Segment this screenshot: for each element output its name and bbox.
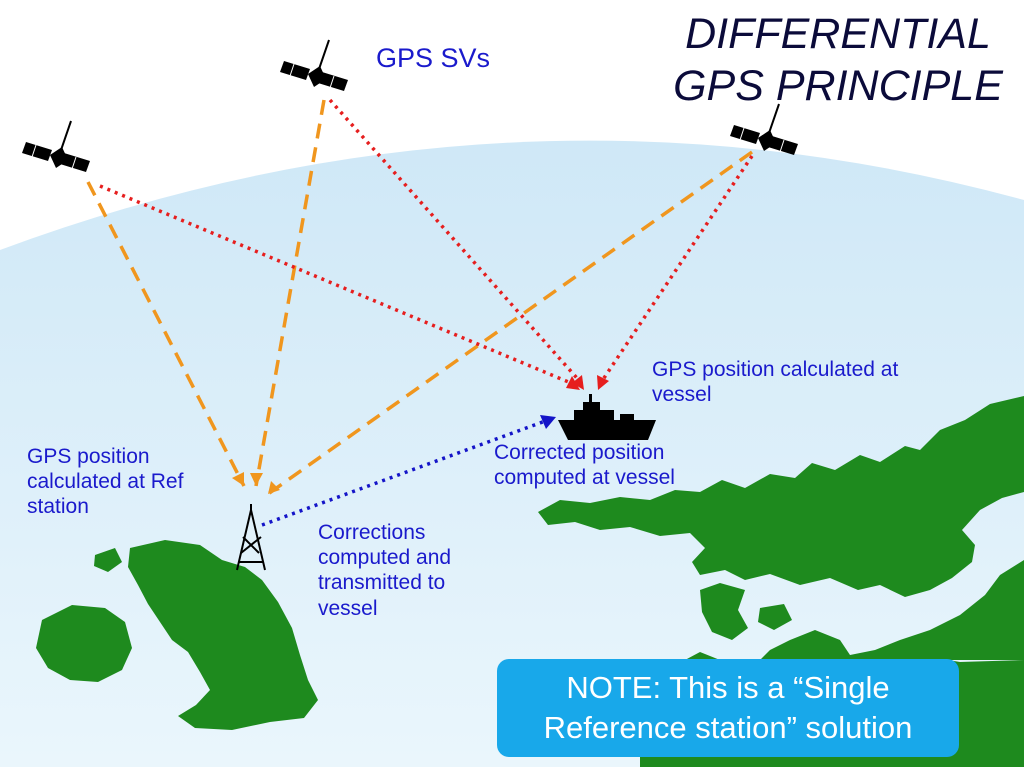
- label-line: computed at vessel: [494, 466, 675, 490]
- reference-tower-icon: [236, 504, 266, 571]
- great-britain: [128, 540, 318, 730]
- arrowheads-to-reference: [232, 472, 280, 494]
- vessel-position-label: GPS position calculated at vessel: [652, 357, 898, 407]
- scandinavia: [538, 396, 1024, 597]
- vessel-icon: [558, 394, 656, 440]
- denmark: [700, 583, 748, 640]
- corrections-label: Corrections computed and transmitted to …: [318, 520, 451, 621]
- ranges-to-reference: [86, 99, 754, 496]
- title-line: GPS PRINCIPLE: [673, 62, 1003, 110]
- diagram-title: DIFFERENTIAL GPS PRINCIPLE: [652, 8, 1024, 112]
- label-line: calculated at Ref: [27, 470, 184, 494]
- label-line: Corrections: [318, 521, 426, 544]
- label-line: vessel: [318, 596, 378, 620]
- ireland: [36, 605, 132, 682]
- label-line: computed and: [318, 546, 452, 570]
- label-line: transmitted to: [318, 571, 446, 595]
- scotland-islands: [94, 548, 122, 572]
- label-line: station: [27, 495, 89, 519]
- label-line: vessel: [652, 383, 712, 407]
- note-line: Reference station” solution: [543, 710, 913, 745]
- baltic-coast: [760, 560, 1024, 660]
- satellites-label: GPS SVs: [376, 43, 491, 73]
- ranges-to-vessel: [99, 98, 754, 388]
- arrowheads-to-vessel: [566, 375, 609, 390]
- label-line: GPS position calculated at: [652, 358, 899, 381]
- corrected-position-label: Corrected position computed at vessel: [494, 440, 675, 490]
- title-line: DIFFERENTIAL: [685, 10, 991, 58]
- danish-island: [758, 604, 792, 630]
- note-line: NOTE: This is a “Single: [566, 670, 890, 705]
- note-box: NOTE: This is a “Single Reference statio…: [497, 659, 959, 757]
- correction-link: [261, 415, 556, 527]
- reference-position-label: GPS position calculated at Ref station: [27, 444, 183, 520]
- label-line: GPS position: [27, 445, 150, 468]
- label-line: Corrected position: [494, 441, 665, 464]
